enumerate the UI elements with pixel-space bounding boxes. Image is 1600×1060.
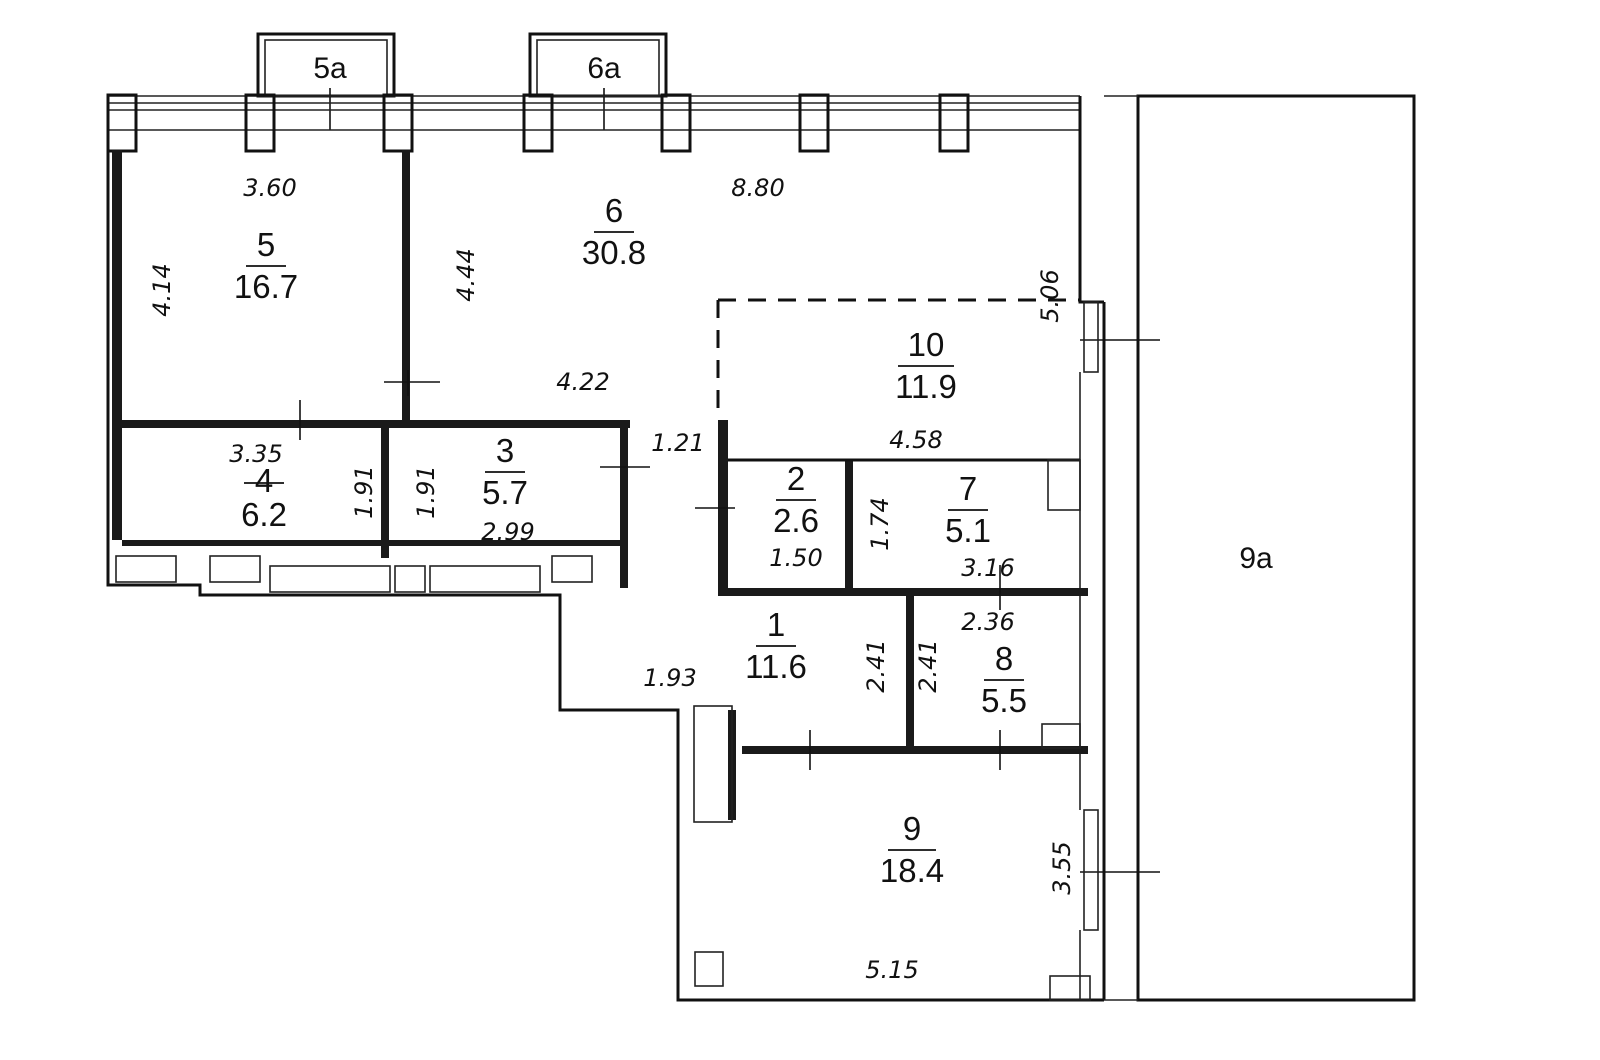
room-6: 6 30.8	[582, 192, 646, 271]
room-4-number: 4	[255, 462, 273, 499]
dim-4-58: 4.58	[889, 426, 942, 454]
room-8-area: 5.5	[981, 682, 1027, 719]
balcony-6a: 6a	[528, 32, 668, 130]
dim-5-15: 5.15	[865, 956, 918, 984]
room-3-area: 5.7	[482, 474, 528, 511]
room-1: 1 11.6	[745, 606, 807, 685]
dim-2-41-right: 2.41	[914, 639, 942, 692]
room-7: 7 5.1	[945, 470, 991, 549]
balcony-6a-label: 6a	[587, 52, 621, 85]
dim-1-21: 1.21	[651, 429, 704, 457]
dim-4-22: 4.22	[556, 368, 609, 396]
bottom-strip	[115, 555, 593, 593]
dim-1-91-left: 1.91	[350, 465, 378, 518]
dim-3-55: 3.55	[1048, 841, 1076, 894]
dim-5-06: 5.06	[1036, 269, 1064, 322]
room-9-area: 18.4	[880, 852, 944, 889]
dim-2-36: 2.36	[961, 608, 1014, 636]
room-9-number: 9	[903, 810, 921, 847]
interior-walls	[693, 458, 1091, 1001]
room-4-area: 6.2	[241, 496, 287, 533]
dim-4-44: 4.44	[452, 248, 480, 301]
room-4: 4 6.2	[241, 462, 287, 533]
room-1-number: 1	[767, 606, 785, 643]
partition-walls	[112, 150, 1088, 820]
terrace-9a: 9a	[1104, 94, 1416, 1002]
window-band-top	[106, 93, 1080, 153]
room-2: 2 2.6	[773, 460, 819, 539]
room-3-number: 3	[496, 432, 514, 469]
dim-3-16: 3.16	[961, 554, 1014, 582]
dimensions: 3.60 8.80 4.14 4.44 5.06 4.22 3.35 1.91 …	[148, 174, 1076, 984]
room-2-number: 2	[787, 460, 805, 497]
room-5-number: 5	[257, 226, 275, 263]
room-3: 3 5.7	[482, 432, 528, 511]
dim-3-35: 3.35	[229, 440, 282, 468]
room-10-area: 11.9	[895, 368, 957, 405]
room-8-number: 8	[995, 640, 1013, 677]
room-7-area: 5.1	[945, 512, 991, 549]
room-9: 9 18.4	[880, 810, 944, 889]
terrace-9a-label: 9a	[1239, 542, 1273, 575]
balcony-5a-label: 5a	[313, 52, 347, 85]
balcony-5a: 5a	[256, 32, 396, 130]
dim-1-91-right: 1.91	[412, 465, 440, 518]
door-marks	[299, 370, 1001, 770]
room-7-number: 7	[959, 470, 977, 507]
dim-1-50: 1.50	[769, 544, 822, 572]
room-10: 10 11.9	[895, 326, 957, 405]
room-8: 8 5.5	[981, 640, 1027, 719]
dim-8-80: 8.80	[731, 174, 784, 202]
room-2-area: 2.6	[773, 502, 819, 539]
room-10-number: 10	[908, 326, 945, 363]
dim-4-14: 4.14	[148, 263, 176, 316]
room-5-area: 16.7	[234, 268, 298, 305]
room-6-number: 6	[605, 192, 623, 229]
dim-1-93: 1.93	[643, 664, 696, 692]
room-1-area: 11.6	[745, 648, 807, 685]
dim-3-60: 3.60	[243, 174, 296, 202]
dim-1-74: 1.74	[866, 497, 894, 550]
room-6-area: 30.8	[582, 234, 646, 271]
dim-2-41-left: 2.41	[862, 639, 890, 692]
room-5: 5 16.7	[234, 226, 298, 305]
dim-2-99: 2.99	[481, 518, 534, 546]
